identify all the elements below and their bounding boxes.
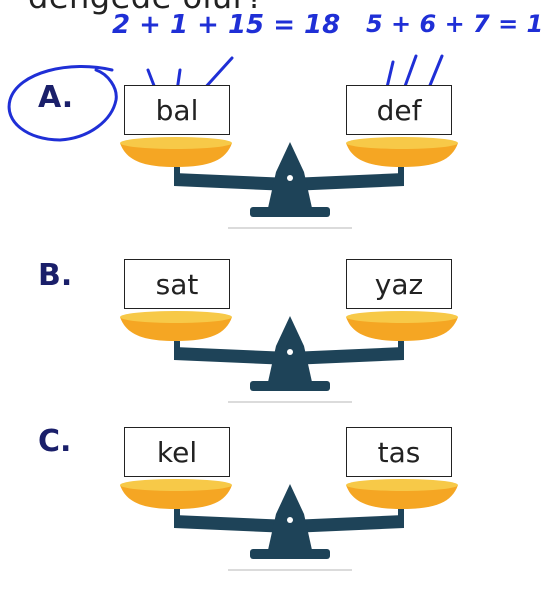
option-letter-a: A. [38, 80, 74, 115]
option-letter-b: B. [38, 258, 73, 293]
balance-scale-c: kel tas [0, 422, 543, 600]
option-letter-c: C. [38, 424, 72, 459]
left-word-box: bal [124, 85, 230, 135]
right-word-box: tas [346, 427, 452, 477]
right-sum-annotation: 5 + 6 + 7 = 18 [366, 10, 543, 38]
balance-scale-a: bal def [0, 80, 543, 258]
right-word-box: def [346, 85, 452, 135]
left-word-box: kel [124, 427, 230, 477]
balance-icon [120, 137, 458, 229]
question-title: dengede olur? [28, 0, 264, 16]
balance-scale-b: sat yaz [0, 254, 543, 432]
balance-icon [120, 311, 458, 403]
left-word-box: sat [124, 259, 230, 309]
right-word-box: yaz [346, 259, 452, 309]
left-sum-annotation: 2 + 1 + 15 = 18 [112, 10, 341, 40]
balance-icon [120, 479, 458, 571]
